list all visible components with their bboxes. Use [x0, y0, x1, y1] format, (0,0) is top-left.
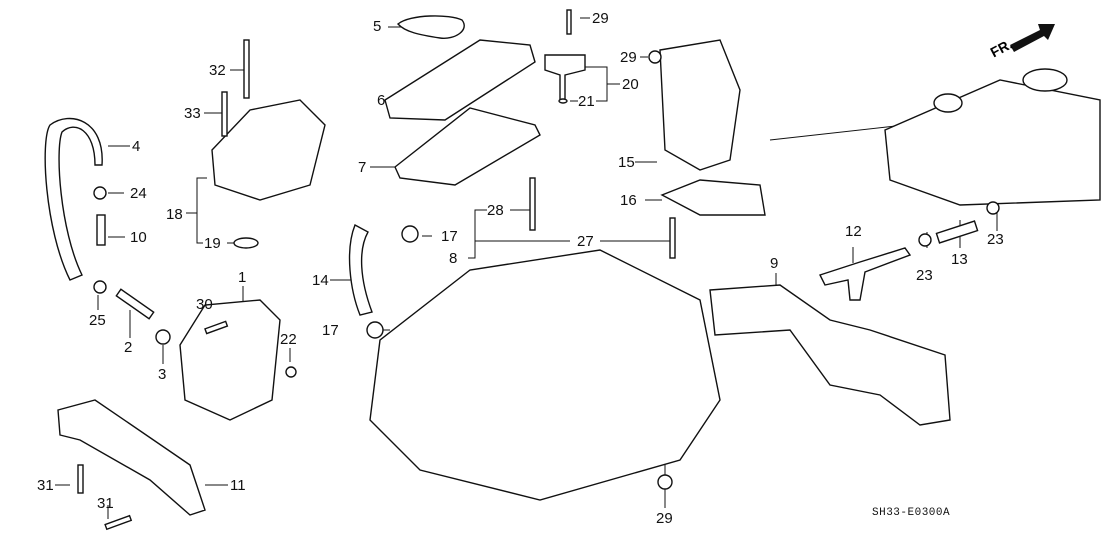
callout-1: 1	[238, 269, 247, 286]
part-24-clamp	[93, 186, 107, 200]
callout-21: 21	[578, 93, 595, 110]
callout-6: 6	[377, 92, 386, 109]
part-6-plate	[384, 39, 536, 121]
callout-19: 19	[204, 235, 221, 252]
filler-neck	[933, 93, 963, 113]
callout-22: 22	[280, 331, 297, 348]
part-33-bolt	[221, 91, 228, 137]
part-17-clamp-b	[366, 321, 384, 339]
callout-29-top: 29	[620, 49, 637, 66]
part-2-joint	[115, 288, 155, 320]
part-4-hose	[44, 117, 103, 281]
callout-25: 25	[89, 312, 106, 329]
callout-10: 10	[130, 229, 147, 246]
callout-27: 28	[487, 202, 504, 219]
part-14-hose	[348, 224, 373, 316]
part-12-pipe	[819, 247, 912, 301]
part-31-bolt-b	[104, 514, 133, 531]
part-16-gasket	[660, 179, 766, 216]
callout-7: 7	[358, 159, 367, 176]
part-26-stud	[669, 217, 676, 259]
callout-29-bottom: 29	[656, 510, 673, 527]
callout-24: 24	[130, 185, 147, 202]
callout-20: 20	[622, 76, 639, 93]
part-29-nut-bottom	[657, 474, 673, 490]
callout-16: 16	[620, 192, 637, 209]
part-22-washer	[285, 366, 297, 378]
callout-12: 12	[845, 223, 862, 240]
callout-31-a: 31	[37, 477, 54, 494]
part-3-grommet	[155, 329, 171, 345]
part-25-clamp	[93, 280, 107, 294]
part-29-nut-top	[648, 50, 662, 64]
part-28-screw	[566, 9, 572, 35]
part-31-bolt-a	[77, 464, 84, 494]
part-11-stay	[57, 399, 206, 516]
callout-17-a: 17	[441, 228, 458, 245]
part-23-clamp-b	[986, 201, 1000, 215]
callout-31-b: 31	[97, 495, 114, 512]
part-19-gasket	[233, 237, 259, 249]
callout-26: 27	[577, 233, 594, 250]
part-13-hose	[935, 220, 979, 244]
part-32-bolt	[243, 39, 250, 99]
callout-5: 5	[373, 18, 382, 35]
callout-13: 13	[951, 251, 968, 268]
part-15-egr	[659, 39, 741, 171]
fr-arrow-icon	[1010, 24, 1055, 52]
oil-filler-cap	[1022, 68, 1068, 92]
part-9-gasket	[709, 284, 951, 426]
callout-32: 32	[209, 62, 226, 79]
part-18-valve	[211, 99, 326, 201]
callout-28: 29	[592, 10, 609, 27]
callout-18: 18	[166, 206, 183, 223]
callout-30: 30	[196, 296, 213, 313]
part-23-clamp-a	[918, 233, 932, 247]
engine-head-outline	[884, 79, 1101, 206]
callout-17-b: 17	[322, 322, 339, 339]
callout-3: 3	[158, 366, 167, 383]
part-21-oring	[558, 98, 568, 104]
callout-2: 2	[124, 339, 133, 356]
callout-4: 4	[132, 138, 141, 155]
part-5-gasket	[396, 15, 465, 39]
part-7-gasket	[394, 107, 541, 186]
part-8-manifold	[369, 249, 721, 501]
callout-9: 9	[770, 255, 779, 272]
part-10-joint	[96, 214, 106, 246]
callout-33: 33	[184, 105, 201, 122]
part-1-cover	[179, 299, 281, 421]
callout-8: 8	[449, 250, 458, 267]
part-30-bolt	[204, 320, 229, 335]
diagram-reference-code: SH33-E0300A	[872, 507, 951, 519]
callout-23-a: 23	[916, 267, 933, 284]
callout-11: 11	[230, 477, 246, 494]
part-17-clamp-a	[401, 225, 419, 243]
callout-23-b: 23	[987, 231, 1004, 248]
callout-14: 14	[312, 272, 329, 289]
part-27-stud	[529, 177, 536, 231]
callout-15: 15	[618, 154, 635, 171]
